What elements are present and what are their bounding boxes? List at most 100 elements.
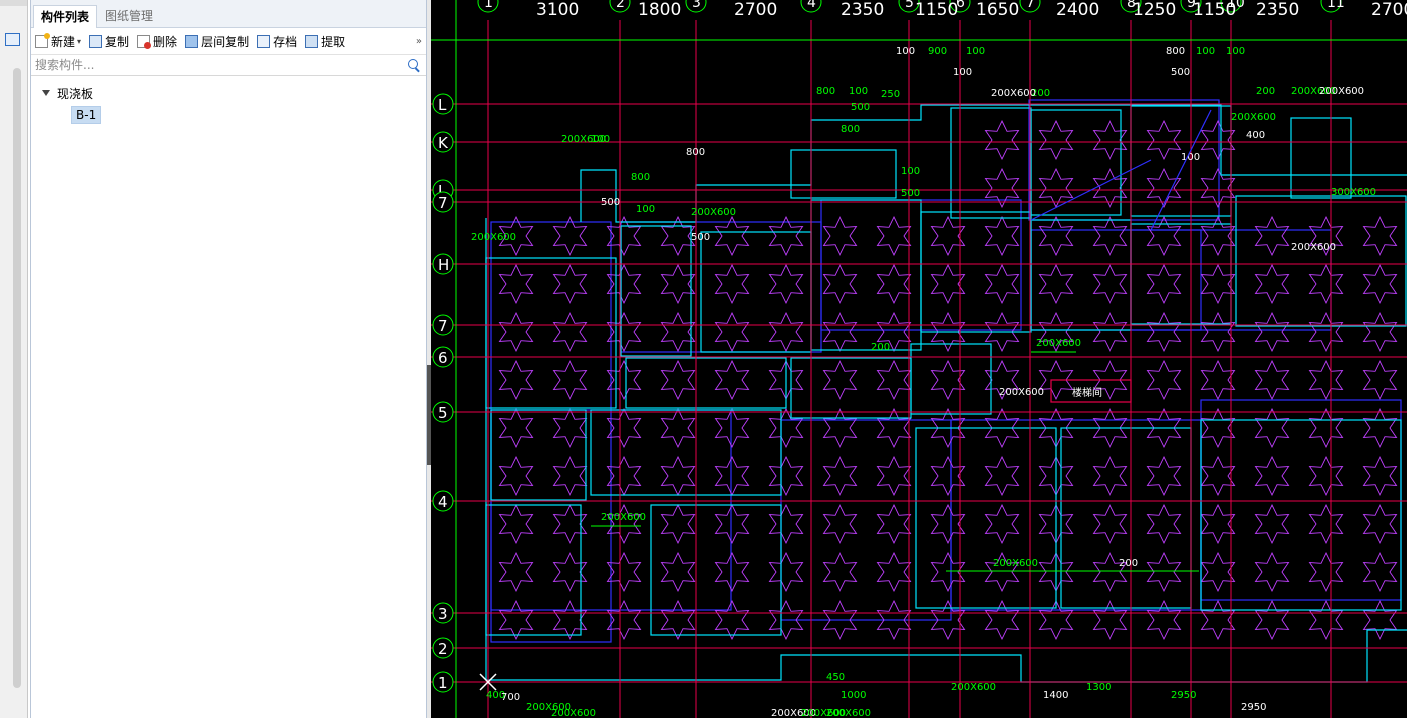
slab-hatch-star — [1092, 503, 1128, 545]
slab-hatch-star — [498, 215, 534, 257]
slab-hatch-star — [498, 503, 534, 545]
tree-item[interactable]: B-1 — [31, 104, 426, 126]
slab-hatch-star — [930, 503, 966, 545]
slab-hatch-star — [822, 359, 858, 401]
axis-dimension-top: 3100 — [536, 0, 579, 20]
slab-hatch-star — [498, 407, 534, 449]
slab-hatch-star — [1092, 311, 1128, 353]
copy-button[interactable]: 复制 — [89, 33, 129, 50]
dimension-annotation: 100 — [953, 67, 972, 78]
axis-bubble-left — [432, 314, 454, 336]
extract-icon — [305, 34, 319, 48]
dimension-annotation: 800 — [686, 147, 705, 158]
panel-splitter[interactable] — [427, 0, 431, 718]
axis-label-left: 3 — [438, 605, 448, 623]
slab-hatch-star — [1038, 263, 1074, 305]
axis-bubble-left — [432, 253, 454, 275]
tree-group-cast-slab[interactable]: 现浇板 — [31, 82, 426, 104]
wall-outline — [620, 225, 692, 357]
slab-hatch-star — [1254, 215, 1290, 257]
slab-hatch-star — [606, 359, 642, 401]
dimension-annotation: 200X600 — [601, 512, 646, 523]
dropdown-arrow-icon[interactable]: ▾ — [77, 36, 82, 46]
dimension-annotation: 200X600 — [526, 702, 571, 713]
save-button[interactable]: 存档 — [257, 33, 297, 50]
slab-hatch-star — [1038, 359, 1074, 401]
properties-icon[interactable] — [5, 33, 20, 46]
dimension-annotation: 450 — [826, 672, 845, 683]
axis-bubble-top — [949, 0, 971, 13]
slab-hatch-star — [1092, 263, 1128, 305]
extract-button[interactable]: 提取 — [305, 33, 345, 50]
axis-label-top: 10 — [1227, 0, 1245, 11]
slab-hatch-star — [876, 503, 912, 545]
dimension-annotation: 800 — [841, 124, 860, 135]
axis-bubble-left — [432, 93, 454, 115]
slab-hatch-star — [876, 263, 912, 305]
new-button-label: 新建 — [51, 34, 76, 49]
axis-bubble-top — [1320, 0, 1342, 13]
axis-bubble-top — [1120, 0, 1142, 13]
slab-hatch-star — [606, 407, 642, 449]
axis-bubble-left — [432, 490, 454, 512]
slab-hatch-star — [1092, 599, 1128, 641]
slab-hatch-star — [984, 407, 1020, 449]
tab-drawing-management[interactable]: 图纸管理 — [105, 9, 154, 23]
slab-hatch-star — [1308, 263, 1344, 305]
dimension-annotation: 100 — [901, 166, 920, 177]
toolbar-overflow-icon[interactable]: » — [415, 35, 422, 47]
wall-outline — [490, 409, 587, 501]
tree-item-label[interactable]: B-1 — [71, 106, 102, 124]
slab-hatch-star — [606, 311, 642, 353]
axis-label-left: 1 — [438, 674, 448, 692]
slab-hatch-star — [714, 455, 750, 497]
splitter-grip[interactable] — [427, 365, 431, 465]
slab-hatch-star — [822, 599, 858, 641]
slab-hatch-star — [1092, 119, 1128, 161]
axis-label-left: K — [438, 134, 449, 152]
axis-dimension-top: 2400 — [1056, 0, 1099, 20]
search-icon[interactable] — [408, 59, 418, 69]
slab-hatch-star — [1362, 551, 1398, 593]
expand-caret-icon[interactable] — [42, 90, 50, 96]
slab-hatch-star — [1146, 263, 1182, 305]
delete-button[interactable]: 删除 — [137, 33, 177, 50]
dimension-annotation: 200X600 — [951, 682, 996, 693]
slab-hatch-star — [930, 599, 966, 641]
dimension-annotation: 1400 — [1043, 690, 1068, 701]
building-boundary — [485, 218, 1407, 683]
slab-hatch-star — [1308, 455, 1344, 497]
search-input[interactable] — [33, 55, 397, 75]
tab-component-list[interactable]: 构件列表 — [33, 5, 98, 28]
slab-hatch-star — [1308, 359, 1344, 401]
axis-bubble-top — [898, 0, 920, 13]
slab-hatch-star — [1254, 263, 1290, 305]
slab-hatch-star — [822, 311, 858, 353]
new-button[interactable]: 新建 ▾ — [35, 32, 82, 50]
slab-hatch-star — [498, 263, 534, 305]
dock-strip-header — [0, 0, 27, 6]
floor-copy-button[interactable]: 层间复制 — [185, 33, 249, 50]
slab-hatch-star — [984, 215, 1020, 257]
slab-hatch-star — [714, 503, 750, 545]
delete-button-label: 删除 — [153, 34, 178, 49]
slab-hatch-star — [768, 551, 804, 593]
slab-hatch-star — [768, 503, 804, 545]
save-button-label: 存档 — [273, 34, 298, 49]
slab-hatch-star — [552, 599, 588, 641]
slab-hatch-star — [660, 455, 696, 497]
wall-outline — [920, 211, 1032, 333]
wall-outline — [1030, 109, 1122, 216]
dimension-annotation: 250 — [881, 89, 900, 100]
axis-dimension-top: 1150 — [915, 0, 958, 20]
slab-hatch-star — [1092, 551, 1128, 593]
dimension-annotation: 200X600 — [551, 708, 596, 718]
slab-hatch-star — [1362, 215, 1398, 257]
slab-hatch-star — [1092, 455, 1128, 497]
beam-outline — [620, 221, 822, 353]
axis-bubble-top — [685, 0, 707, 13]
slab-hatch-star — [498, 599, 534, 641]
dock-scrollbar[interactable] — [13, 68, 21, 688]
